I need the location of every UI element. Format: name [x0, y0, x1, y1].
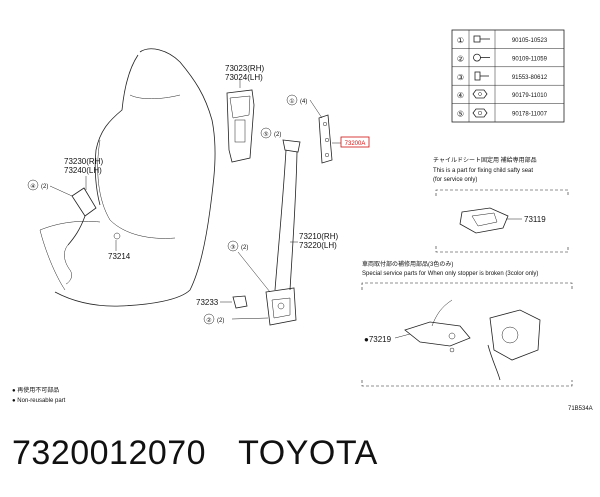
callout-2-number: ②	[206, 317, 211, 324]
brand-name: TOYOTA	[238, 434, 378, 472]
screw-icon	[474, 71, 489, 81]
diagram-code: 71B534A	[568, 406, 593, 412]
callout-3-marker	[227, 240, 239, 252]
seat-belt-webbing	[265, 139, 301, 326]
callout-1-number: ①	[289, 98, 294, 105]
callout-2-marker	[203, 313, 215, 325]
callout-1-marker	[286, 94, 298, 106]
label-73214: 73214	[108, 252, 131, 261]
label-highlight: 73200A	[345, 141, 366, 147]
label-73219: ●73219	[364, 335, 392, 344]
child-seat-title-jp: チャイルドシート固定用 補給専用部品	[433, 156, 537, 164]
label-buckle-rh: 73230(RH)	[64, 157, 103, 166]
label-belt-rh: 73210(RH)	[299, 232, 338, 241]
legend: ● 再使用不可部品 ● Non-reusable part	[12, 386, 66, 404]
table-row-5-part: 90178-11007	[512, 112, 548, 118]
stopper-mechanism-part	[404, 299, 541, 381]
table-row-4-part: 90179-11010	[512, 93, 548, 99]
retractor-cover-part	[226, 80, 255, 163]
legend-jp: ● 再使用不可部品	[12, 386, 59, 394]
callout-5-qty: (2)	[274, 132, 281, 138]
stopper-desc: Special service parts for When only stop…	[362, 271, 538, 277]
callout-5-marker	[260, 127, 272, 139]
caption: 7320012070 TOYOTA	[12, 434, 378, 473]
callout-3-qty: (2)	[241, 245, 248, 251]
callout-1-qty: (4)	[300, 99, 307, 105]
label-73233: 73233	[196, 298, 219, 307]
guide-part-73233	[232, 295, 248, 309]
anchor-plate	[318, 114, 333, 164]
callout-4-number: ④	[30, 183, 35, 190]
table-row-3-part: 91553-80612	[512, 75, 548, 81]
child-seat-section: チャイルドシート固定用 補給専用部品 This is a part for fi…	[433, 156, 569, 253]
seat-outline	[39, 48, 216, 307]
stopper-title-jp: 車両取付部の補修用部品(3色のみ)	[362, 260, 453, 268]
child-seat-bracket-part	[459, 207, 509, 234]
callout-4-marker	[27, 179, 39, 191]
callout-2-qty: (2)	[217, 318, 224, 324]
flange-nut-icon	[472, 108, 488, 118]
legend-en: ● Non-reusable part	[12, 398, 66, 404]
callout-4-qty: (2)	[41, 184, 48, 190]
child-seat-desc-1: This is a part for fixing child safty se…	[433, 168, 533, 174]
label-retractor-rh: 73023(RH)	[225, 64, 264, 73]
buckle-assembly	[64, 187, 121, 285]
table-row-2-number: ②	[457, 54, 464, 63]
table-row-5-number: ⑤	[457, 110, 464, 119]
callout-5-number: ⑤	[263, 131, 268, 138]
seat-belt-parts-diagram: ① ② ③ ④ ⑤ 90105-10523 90109-11059 91553-…	[12, 29, 593, 412]
callout-3-number: ③	[230, 244, 235, 251]
table-row-4-number: ④	[457, 91, 464, 100]
part-number: 7320012070	[12, 434, 207, 472]
label-retractor-lh: 73024(LH)	[225, 73, 263, 82]
stopper-section: 車両取付部の補修用部品(3色のみ) Special service parts …	[361, 260, 573, 387]
child-seat-desc-2: (for service only)	[433, 177, 477, 183]
bolt-with-washer-icon	[473, 53, 490, 62]
label-73119: 73119	[524, 215, 546, 224]
table-row-3-number: ③	[457, 73, 464, 82]
table-row-2-part: 90109-11059	[512, 56, 548, 62]
highlighted-part-label: 73200A	[340, 136, 370, 148]
fastener-parts-table: ① ② ③ ④ ⑤ 90105-10523 90109-11059 91553-…	[451, 29, 565, 123]
table-row-1-part: 90105-10523	[512, 38, 548, 44]
nut-icon	[472, 89, 488, 99]
label-buckle-lh: 73240(LH)	[64, 166, 102, 175]
bolt-icon	[473, 35, 490, 43]
table-row-1-number: ①	[457, 36, 464, 45]
label-belt-lh: 73220(LH)	[299, 241, 337, 250]
